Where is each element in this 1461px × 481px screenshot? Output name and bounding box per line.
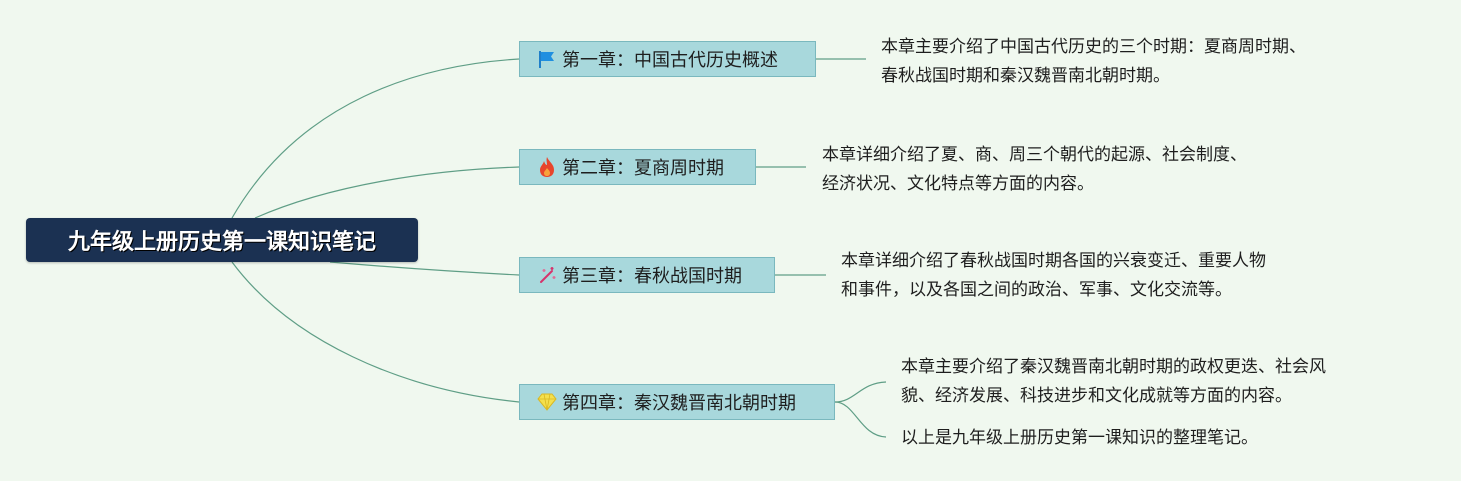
sparkle-icon — [536, 264, 558, 286]
link-root-chapter-3 — [329, 261, 520, 276]
chapter-4-topic[interactable]: 第四章：秦汉魏晋南北朝时期 — [519, 384, 835, 420]
root-title: 九年级上册历史第一课知识笔记 — [67, 230, 376, 255]
link-chapter-4-summary — [834, 401, 887, 438]
chapter-3-label: 第三章：春秋战国时期 — [562, 266, 742, 287]
chapter-1-note[interactable]: 本章主要介绍了中国古代历史的三个时期：夏商周时期、春秋战国时期和秦汉魏晋南北朝时… — [881, 37, 1306, 86]
chapter-1-topic[interactable]: 第一章：中国古代历史概述 — [519, 41, 816, 77]
diamond-icon — [536, 391, 558, 413]
link-chapter-4-note — [834, 381, 887, 403]
fire-icon — [536, 156, 558, 178]
chapter-3-topic[interactable]: 第三章：春秋战国时期 — [519, 257, 775, 293]
chapter-3-note[interactable]: 本章详细介绍了春秋战国时期各国的兴衰变迁、重要人物和事件，以及各国之间的政治、军… — [841, 251, 1266, 300]
flag-icon — [536, 48, 558, 70]
chapter-4-summary-note[interactable]: 以上是九年级上册历史第一课知识的整理笔记。 — [901, 428, 1258, 448]
link-root-chapter-4 — [231, 261, 520, 403]
chapter-2-note[interactable]: 本章详细介绍了夏、商、周三个朝代的起源、社会制度、经济状况、文化特点等方面的内容… — [822, 145, 1247, 194]
chapter-2-topic[interactable]: 第二章：夏商周时期 — [519, 149, 756, 185]
link-root-chapter-1 — [231, 58, 520, 219]
root-topic[interactable]: 九年级上册历史第一课知识笔记 — [26, 218, 418, 262]
chapter-1-label: 第一章：中国古代历史概述 — [562, 50, 778, 71]
chapter-4-note[interactable]: 本章主要介绍了秦汉魏晋南北朝时期的政权更迭、社会风貌、经济发展、科技进步和文化成… — [901, 357, 1326, 406]
chapter-4-label: 第四章：秦汉魏晋南北朝时期 — [562, 393, 796, 414]
chapter-2-label: 第二章：夏商周时期 — [562, 158, 724, 179]
link-root-chapter-2 — [254, 166, 520, 219]
